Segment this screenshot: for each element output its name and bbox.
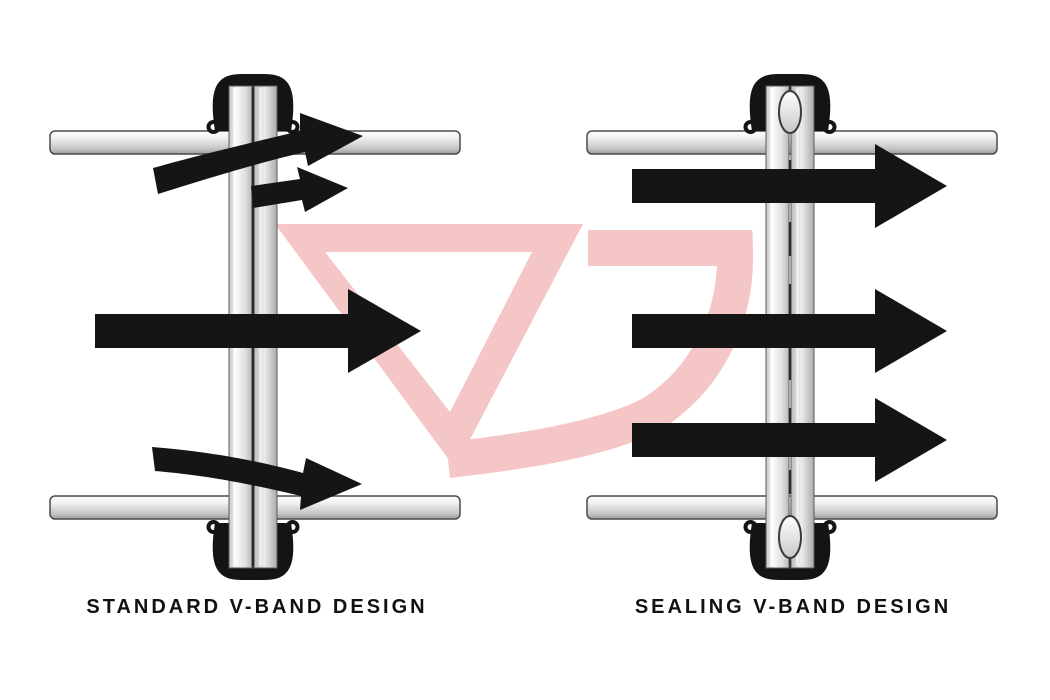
clamp-curl-icon (743, 520, 758, 534)
oring-seal-bottom (778, 515, 802, 559)
leak-arrow-upper-small (251, 167, 348, 212)
clamp-curl-icon (822, 520, 837, 534)
flow-arrow-middle-right (632, 289, 947, 373)
oring-seal-top (778, 90, 802, 134)
clamp-curl-icon (285, 520, 300, 534)
sealing-vband-label: SEALING V-BAND DESIGN (634, 596, 952, 618)
clamp-curl-icon (206, 520, 221, 534)
standard-vband-label: STANDARD V-BAND DESIGN (86, 596, 428, 618)
watermark-j-shape (446, 230, 754, 478)
leak-arrow-lower (152, 447, 362, 510)
flow-arrow-bottom-right (632, 398, 947, 482)
clamp-curl-icon (206, 120, 221, 134)
flow-arrow-top-right (632, 144, 947, 228)
watermark-t-shape (275, 224, 583, 468)
sealing-vband-arrows (632, 144, 947, 482)
leak-arrow-upper (153, 113, 363, 194)
standard-vband-arrows (95, 113, 421, 510)
tj-logo-watermark (275, 224, 754, 478)
clamp-curl-icon (285, 120, 300, 134)
clamp-curl-icon (822, 120, 837, 134)
flow-arrow-middle-left (95, 289, 421, 373)
clamp-curl-icon (743, 120, 758, 134)
